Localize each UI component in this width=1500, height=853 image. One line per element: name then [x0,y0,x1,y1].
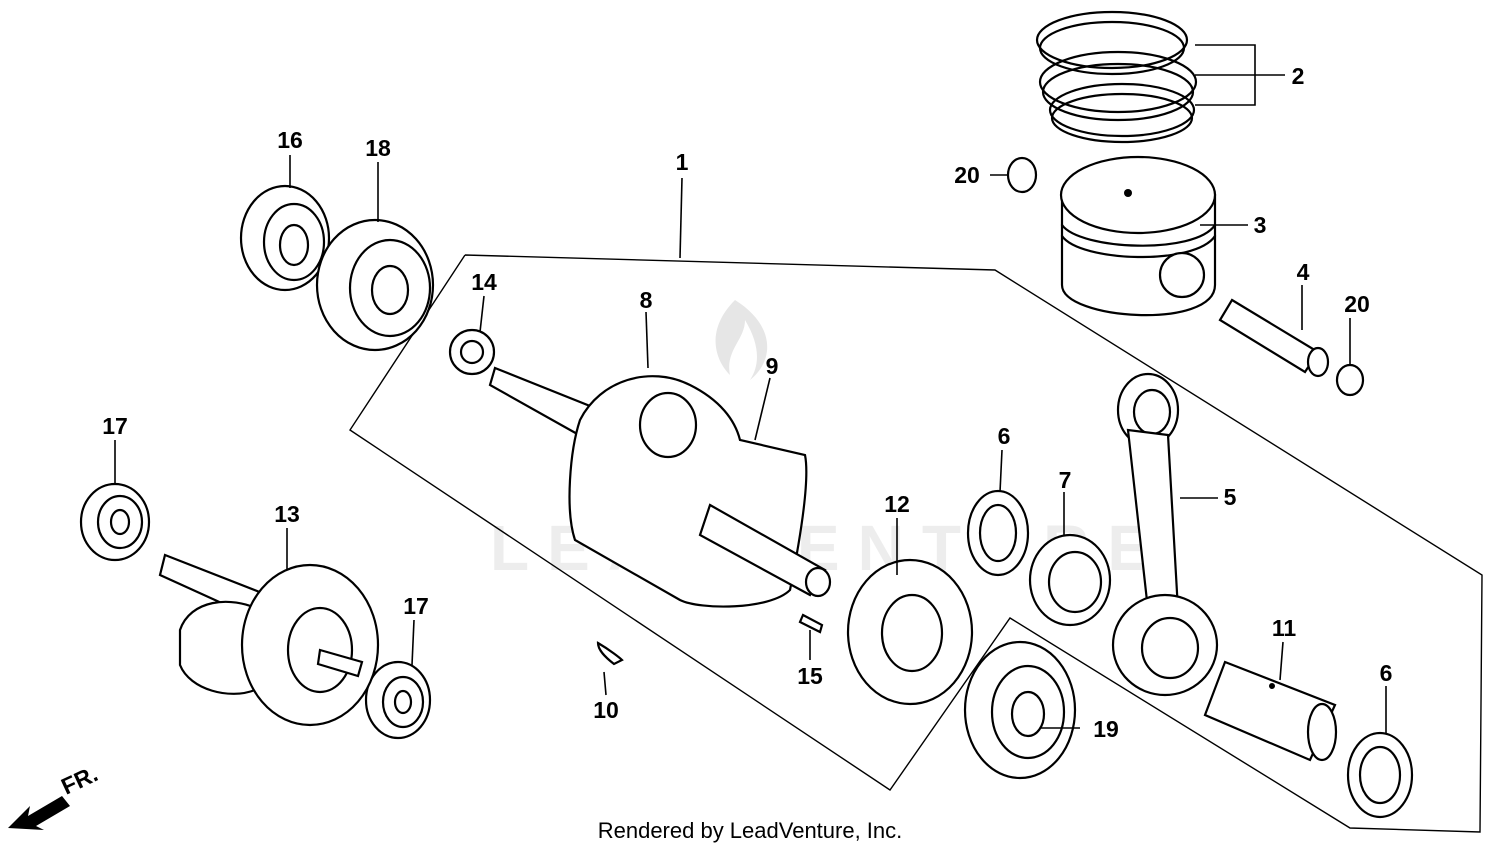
callout-4: 4 [1297,259,1310,285]
thrust-washer-6 [1346,731,1414,819]
drive-gear-12 [846,558,974,706]
assembly-outline [349,254,1483,833]
piston-pin [1218,298,1330,378]
callout-7: 7 [1059,467,1072,493]
leader-lines [114,44,1387,733]
callout-11: 11 [1272,615,1297,641]
callout-18: 18 [365,135,391,161]
timing-gear-14 [448,328,496,376]
callout-14: 14 [471,269,497,295]
callout-16: 16 [277,127,303,153]
piston [1059,155,1217,317]
callout-5: 5 [1224,484,1237,510]
bearing-17 [364,660,432,740]
callout-8: 8 [640,287,653,313]
callout-20-right: 20 [1344,291,1370,317]
callout-3: 3 [1254,212,1267,238]
piston-pin-clip [1006,156,1038,194]
piston-rings [1035,10,1198,144]
callout-6-lower: 6 [1380,660,1393,686]
thrust-washer-6 [966,489,1030,577]
callout-17: 17 [102,413,128,439]
balancer-shaft-13 [158,553,380,727]
callout-15: 15 [797,663,823,689]
bearing-19 [963,640,1077,780]
direction-label: FR. [57,760,102,799]
callout-12: 12 [884,491,910,517]
crank-pin-11 [1203,660,1338,762]
callout-17-lower: 17 [403,593,429,619]
bearing-18 [315,218,435,352]
crankshaft [488,366,832,608]
woodruff-key-10 [596,641,624,666]
needle-bearing-7 [1028,533,1112,627]
callout-9: 9 [766,353,779,379]
callout-2: 2 [1292,63,1305,89]
connecting-rod [1111,372,1219,697]
woodruff-key-15 [798,613,824,634]
callout-1: 1 [676,149,689,175]
callout-20: 20 [954,162,980,188]
bearing-16 [239,184,331,292]
bearing-17 [79,482,151,562]
callout-13: 13 [274,501,300,527]
callout-19: 19 [1093,716,1119,742]
callout-6: 6 [998,423,1011,449]
piston-pin-clip [1335,363,1365,397]
footer-credit: Rendered by LeadVenture, Inc. [597,818,903,843]
callout-10: 10 [593,697,619,723]
